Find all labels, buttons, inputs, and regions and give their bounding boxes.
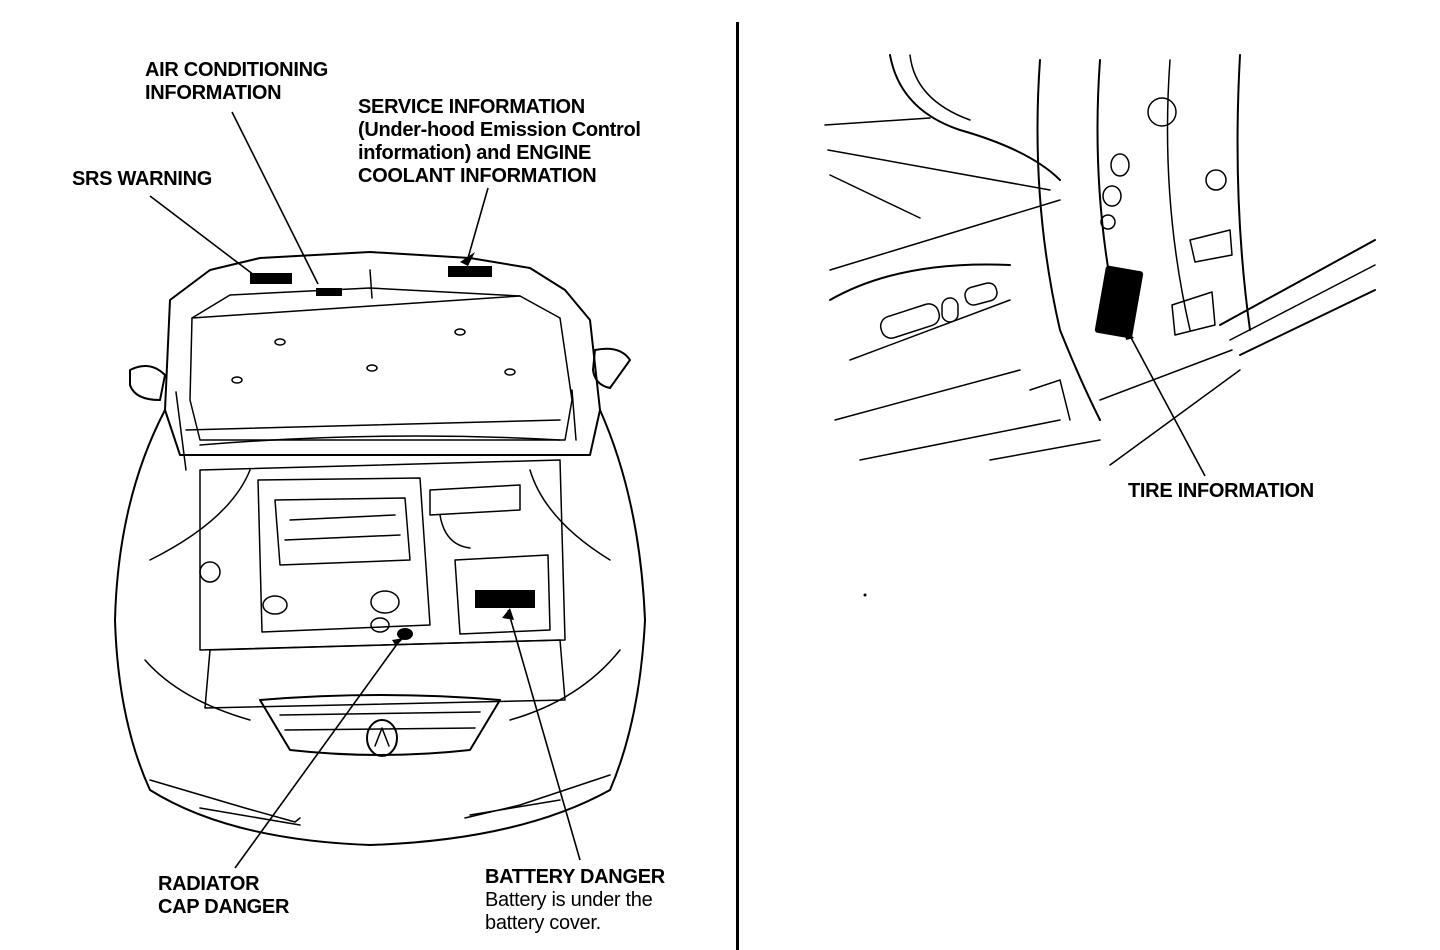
srs-decal (250, 273, 292, 284)
tire-arrowhead (1124, 328, 1134, 340)
ac-decal (316, 288, 342, 296)
label-line: INFORMATION (145, 82, 282, 104)
tire-decal (1094, 265, 1144, 339)
label-line: TIRE INFORMATION (1128, 480, 1314, 502)
label-line: SERVICE INFORMATION (358, 96, 585, 118)
service-decal (448, 266, 492, 277)
ac-leader-line (231, 111, 319, 285)
tire-leader-line (1127, 331, 1206, 477)
label-line: CAP DANGER (158, 896, 290, 918)
battery-decal (475, 590, 535, 608)
radiator-arrowhead (392, 638, 404, 646)
srs-leader-line (149, 195, 255, 276)
label-line: SRS WARNING (72, 168, 213, 190)
service-arrowhead (460, 252, 475, 266)
battery-arrowhead (502, 608, 514, 620)
air-conditioning-label: AIR CONDITIONING INFORMATION (145, 59, 328, 105)
battery-leader-line (507, 609, 581, 861)
label-note-line: Battery is under the (485, 889, 653, 911)
battery-danger-label: BATTERY DANGER Battery is under the batt… (485, 866, 665, 935)
label-line: COOLANT INFORMATION (358, 165, 597, 187)
service-information-label: SERVICE INFORMATION (Under-hood Emission… (358, 96, 641, 188)
label-line: AIR CONDITIONING (145, 59, 328, 81)
radiator-leader-line (234, 639, 401, 869)
label-line: information) and ENGINE (358, 142, 592, 164)
label-note-line: battery cover. (485, 912, 601, 934)
service-leader-line (467, 187, 489, 259)
label-title: BATTERY DANGER (485, 866, 665, 888)
car-engine-bay-illustration (114, 111, 646, 869)
radiator-cap-danger-label: RADIATOR CAP DANGER (158, 873, 289, 919)
label-line: RADIATOR (158, 873, 260, 895)
tire-information-label: TIRE INFORMATION (1128, 480, 1314, 503)
label-line: (Under-hood Emission Control (358, 119, 641, 141)
panel-divider (736, 22, 739, 950)
srs-warning-label: SRS WARNING (72, 168, 212, 191)
